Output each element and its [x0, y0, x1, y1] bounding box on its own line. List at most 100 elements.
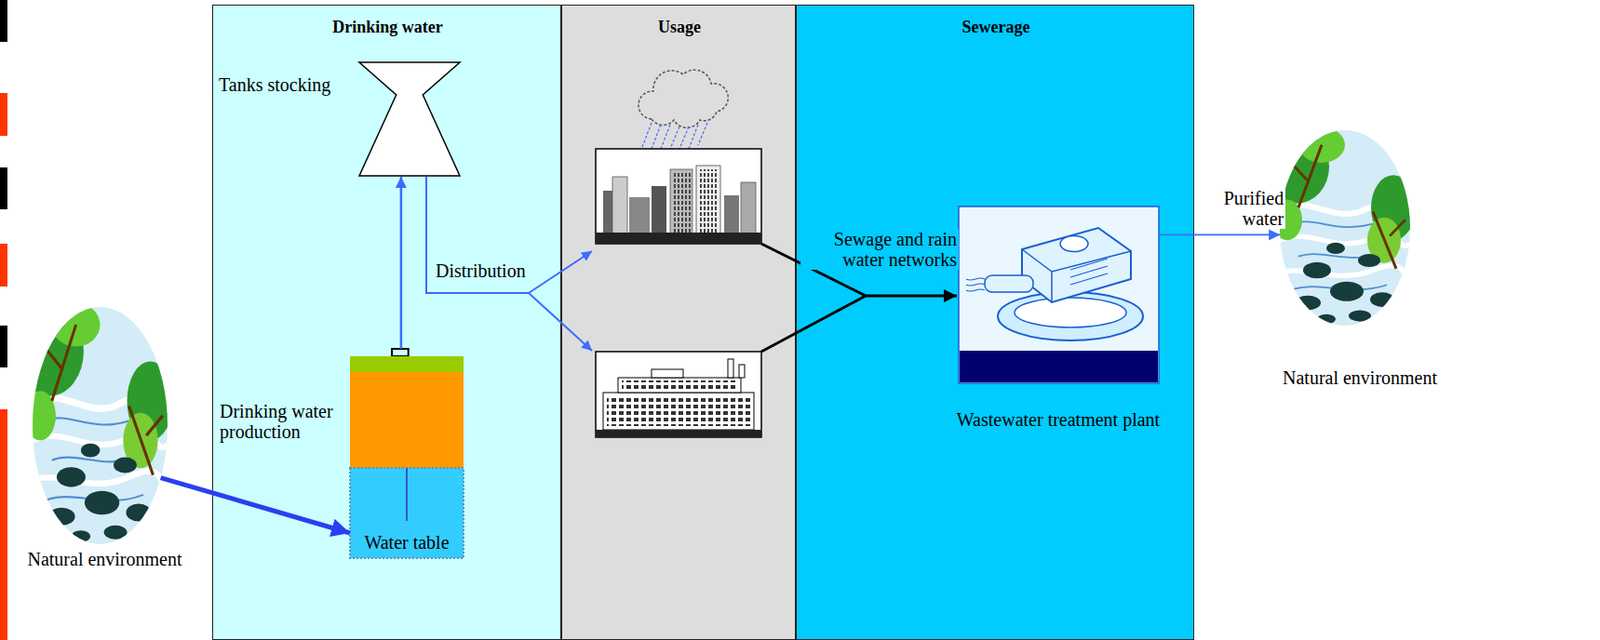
- storage-tank-shape: [358, 61, 461, 177]
- text-holder: Wastewater treatment plant: [946, 409, 1170, 431]
- column-handle: [391, 349, 409, 357]
- flow-arrow: [1158, 234, 1280, 237]
- band-heading: Usage: [562, 16, 797, 38]
- rain-cloud: [638, 69, 728, 149]
- text-holder: Natural environment: [4, 549, 205, 570]
- treatment-plant-picture-part: [1021, 249, 1131, 303]
- treatment-plant-picture-part: [958, 206, 1159, 384]
- city-picture-part: [698, 169, 719, 233]
- stage-band: SewerageWastewater treatment plant: [795, 4, 1195, 640]
- treatment-plant-picture-part: [966, 278, 985, 292]
- rain-cloud-part: [642, 122, 708, 149]
- production-column: Drinking water productionWater table: [219, 349, 464, 559]
- treatment-plant-picture-part: [959, 350, 1158, 383]
- node-label: Natural environment: [1282, 367, 1457, 389]
- city-picture-part: [696, 165, 721, 235]
- node-label: Wastewater treatment plant: [946, 409, 1170, 431]
- city-picture-part: [612, 176, 628, 235]
- flow-arrow: [400, 176, 404, 350]
- nature-oval: Natural environment: [4, 302, 205, 582]
- factory-picture-part: [651, 369, 684, 378]
- rain-cloud-part: [638, 69, 728, 128]
- treatment-plant-picture-part: [1021, 228, 1131, 303]
- storage-tank: Tanks stocking: [218, 61, 461, 177]
- column-middle: [349, 372, 464, 469]
- treatment-plant-picture-part: [1070, 258, 1108, 285]
- factory-picture-part: [727, 359, 734, 378]
- flow-label: Sewage and rain water networks: [800, 228, 959, 270]
- edge-bars: [0, 0, 8, 640]
- text-holder: Sewerage: [796, 16, 1196, 38]
- edge-bars-part: [0, 409, 8, 640]
- city-picture-part: [740, 182, 756, 235]
- node-label: Water table: [349, 532, 464, 553]
- band-heading: Drinking water: [213, 16, 563, 38]
- city-picture-part: [595, 232, 762, 244]
- treatment-plant-picture-part: [1014, 297, 1127, 328]
- distribution-lines: [426, 176, 592, 351]
- text-holder: Distribution: [433, 260, 537, 282]
- text-holder: Water table: [349, 532, 464, 553]
- factory-picture-part: [603, 392, 754, 431]
- edge-bars-part: [0, 243, 8, 287]
- edge-bars-part: [0, 325, 8, 368]
- nature-oval-shape: [1279, 130, 1411, 326]
- band-heading: Sewerage: [796, 16, 1196, 38]
- edge-bars-part: [0, 93, 8, 136]
- well-pipe: [405, 468, 408, 522]
- treatment-plant-picture-part: [997, 292, 1143, 341]
- nature-picture: [1263, 127, 1416, 327]
- sewage-lines-part: [761, 295, 866, 352]
- factory-picture-part: [739, 364, 745, 378]
- text-holder: Tanks stocking: [218, 74, 357, 95]
- tank-outline: [359, 62, 460, 176]
- edge-bars-part: [0, 167, 8, 210]
- stage-band: Drinking waterTanks stockingDrinking wat…: [212, 4, 562, 640]
- city-picture-part: [651, 186, 667, 235]
- factory-picture-part: [618, 377, 741, 393]
- city-picture-part: [603, 190, 624, 236]
- nature-oval-shape: [32, 307, 168, 545]
- treatment-plant-picture-part: [984, 275, 1034, 293]
- water-table-layer: [349, 468, 464, 559]
- text-holder: Drinking water production: [219, 401, 347, 443]
- city-picture-part: [595, 148, 762, 244]
- city-picture-part: [672, 173, 691, 233]
- city-picture-part: [629, 197, 650, 235]
- text-holder: Purified water: [1222, 188, 1286, 229]
- treatment-plant-picture: [958, 206, 1159, 384]
- text-holder: Usage: [562, 16, 797, 38]
- node-label: Natural environment: [4, 549, 205, 570]
- factory-picture-part: [595, 351, 762, 438]
- nature-picture: [15, 303, 174, 545]
- edge-bars-part: [0, 0, 8, 42]
- edge-label: Purified water: [1222, 188, 1286, 229]
- city-picture-part: [670, 169, 693, 235]
- flow-arrow: [161, 478, 350, 534]
- treatment-plant: Wastewater treatment plant: [946, 206, 1170, 440]
- sewage-lines-part: [865, 295, 957, 298]
- stage-band: Usage: [561, 4, 796, 640]
- distribution-lines-part: [528, 293, 592, 351]
- factory-picture-part: [595, 430, 762, 438]
- factory-picture-part: [621, 380, 738, 391]
- distribution-lines-part: [528, 251, 592, 294]
- factory-picture: [595, 351, 762, 438]
- node-label: Tanks stocking: [218, 74, 357, 95]
- city-picture-part: [724, 195, 740, 235]
- text-holder: Sewage and rain water networks: [800, 228, 959, 270]
- column-top: [349, 356, 464, 373]
- flow-label: Distribution: [433, 260, 528, 282]
- treatment-plant-shape: [958, 206, 1159, 384]
- text-holder: Natural environment: [1282, 367, 1457, 389]
- text-holder: Drinking water: [213, 16, 563, 38]
- node-label: Drinking water production: [219, 401, 347, 443]
- nature-oval: Natural environment: [1275, 130, 1457, 396]
- distribution-lines-part: [426, 176, 529, 294]
- city-picture: [595, 148, 762, 244]
- production-column-shape: [349, 349, 464, 559]
- factory-picture-part: [606, 396, 751, 427]
